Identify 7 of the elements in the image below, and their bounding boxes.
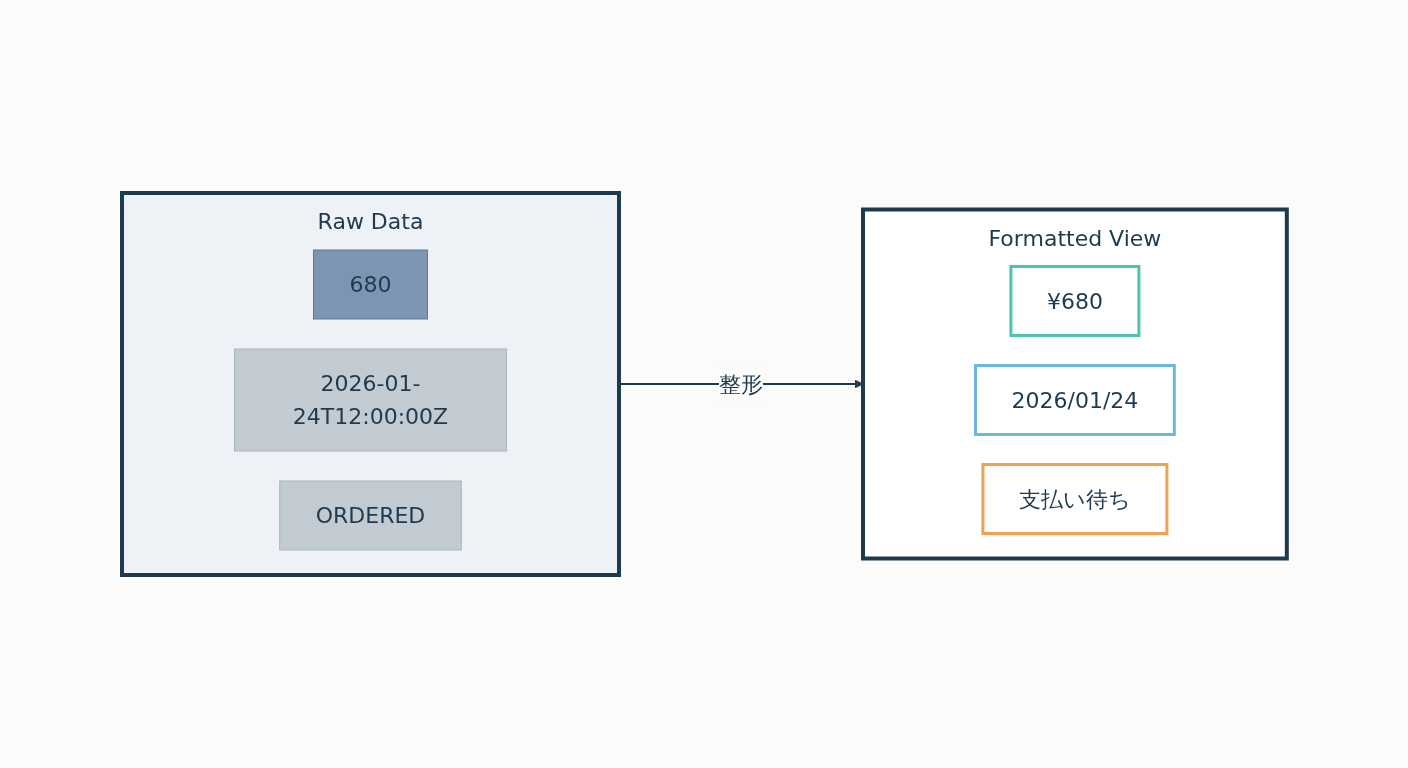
node-box: ORDERED <box>278 480 462 551</box>
node-box: ¥680 <box>1009 265 1140 337</box>
node-box: 680 <box>312 249 428 320</box>
edge-label: 整形 <box>718 371 763 397</box>
node-box: 支払い待ち <box>981 463 1168 535</box>
node-box: 2026-01-24T12:00:00Z <box>233 348 507 452</box>
node-box: 2026/01/24 <box>973 364 1176 436</box>
